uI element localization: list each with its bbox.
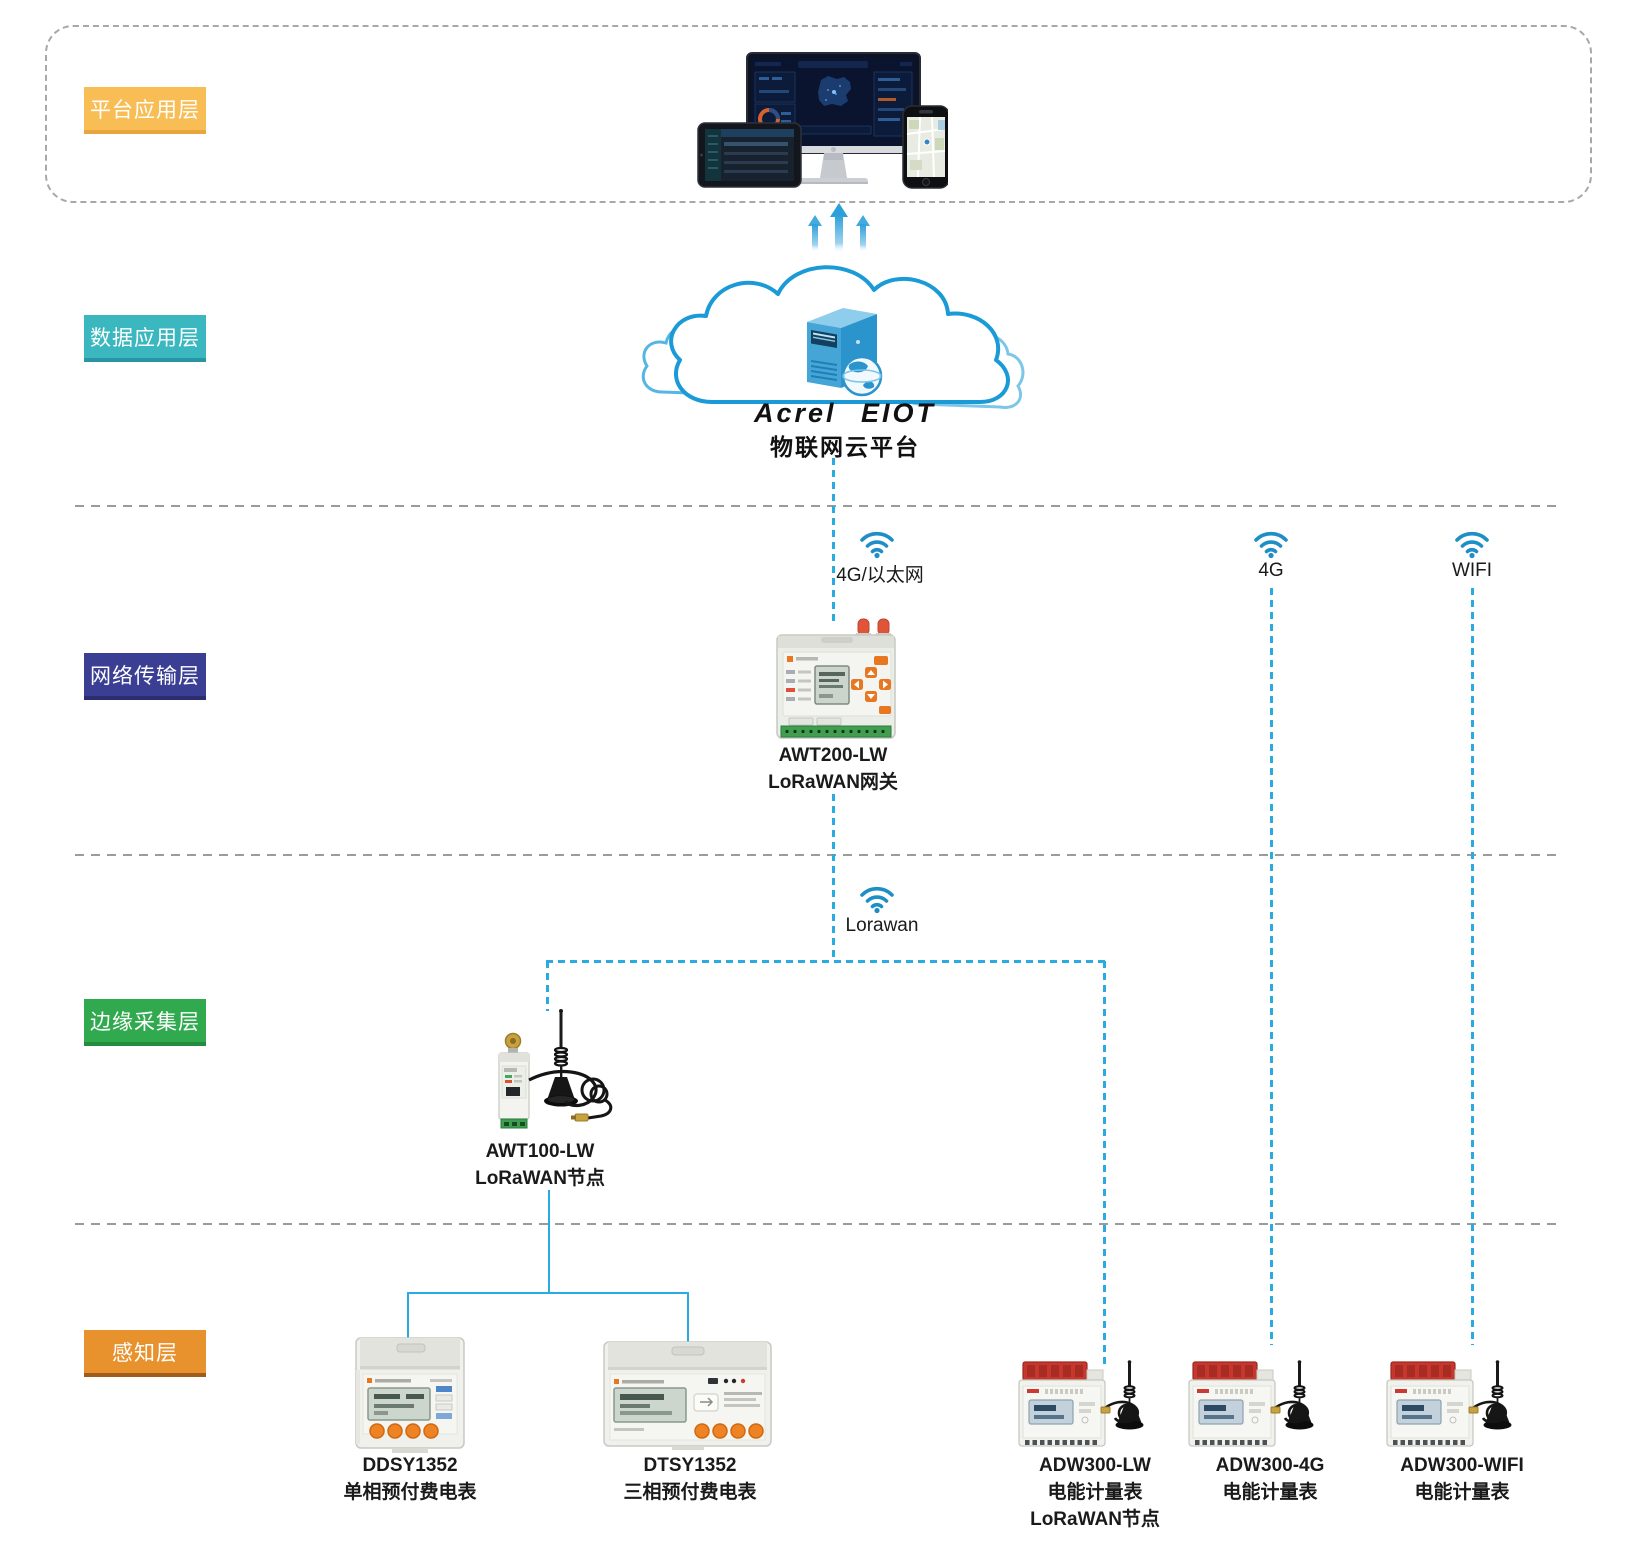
cloud-subtitle: 物联网云平台 bbox=[770, 434, 920, 460]
adw300-wifi-link-line bbox=[1471, 588, 1474, 1345]
dashboard-screens-illustration bbox=[697, 52, 948, 189]
ddsy1352-label: DDSY1352 单相预付费电表 bbox=[343, 1452, 476, 1506]
gateway-lorawan-link-line bbox=[832, 794, 835, 961]
link-label-4g: 4G bbox=[1258, 560, 1284, 581]
separator-line bbox=[75, 854, 1562, 856]
adw300-4g-product-image bbox=[1188, 1360, 1314, 1447]
adw300-4g-name: ADW300-4G bbox=[1215, 1455, 1325, 1476]
layer-label-perception-text: 感知层 bbox=[112, 1341, 178, 1365]
link-label-gateway-uplink: 4G/以太网 bbox=[836, 565, 924, 586]
adw300-lw-name: ADW300-LW bbox=[1039, 1455, 1151, 1476]
adw300-4g-desc: 电能计量表 bbox=[1222, 1482, 1318, 1503]
adw300-lw-desc2: LoRaWAN节点 bbox=[1030, 1509, 1160, 1530]
layer-label-network-text: 网络传输层 bbox=[90, 664, 200, 688]
adw300-wifi-desc: 电能计量表 bbox=[1414, 1482, 1510, 1503]
phone-illustration bbox=[902, 105, 948, 189]
layer-label-perception: 感知层 bbox=[84, 1330, 206, 1377]
wifi-icon bbox=[860, 886, 894, 914]
link-label-wifi: WIFI bbox=[1451, 560, 1493, 581]
dtsy-drop-line bbox=[687, 1292, 689, 1346]
separator-line bbox=[75, 1223, 1562, 1225]
cloud-title: Acrel EIOT bbox=[753, 398, 937, 428]
adw300-wifi-name: ADW300-WIFI bbox=[1400, 1455, 1524, 1476]
upload-arrows-icon bbox=[808, 203, 870, 253]
awt100-drop-line bbox=[546, 961, 549, 1011]
layer-label-data-text: 数据应用层 bbox=[90, 326, 200, 350]
lorawan-branch-line bbox=[546, 960, 1106, 963]
adw300-lw-label: ADW300-LW 电能计量表 LoRaWAN节点 bbox=[1030, 1452, 1160, 1533]
layer-label-edge-text: 边缘采集层 bbox=[90, 1010, 200, 1034]
adw300-wifi-label: ADW300-WIFI 电能计量表 bbox=[1400, 1452, 1524, 1506]
dtsy1352-label: DTSY1352 三相预付费电表 bbox=[623, 1452, 756, 1506]
layer-label-platform-text: 平台应用层 bbox=[90, 98, 200, 122]
platform-layer-box bbox=[45, 25, 1592, 203]
dtsy1352-desc: 三相预付费电表 bbox=[623, 1482, 757, 1503]
layer-label-data: 数据应用层 bbox=[84, 315, 206, 362]
ddsy1352-product-image bbox=[355, 1337, 465, 1453]
awt100-label: AWT100-LW LoRaWAN节点 bbox=[475, 1138, 605, 1192]
tablet-illustration bbox=[697, 122, 802, 188]
dtsy1352-name: DTSY1352 bbox=[643, 1455, 737, 1476]
awt100-desc: LoRaWAN节点 bbox=[475, 1168, 605, 1189]
layer-label-network: 网络传输层 bbox=[84, 653, 206, 700]
ddsy1352-desc: 单相预付费电表 bbox=[343, 1482, 477, 1503]
adw300-4g-link-line bbox=[1270, 588, 1273, 1345]
layer-label-platform: 平台应用层 bbox=[84, 87, 206, 134]
wifi-icon bbox=[1254, 531, 1288, 559]
link-label-lorawan: Lorawan bbox=[845, 915, 919, 936]
adw300-4g-label: ADW300-4G 电能计量表 bbox=[1216, 1452, 1325, 1506]
awt100-stem-line bbox=[548, 1190, 550, 1294]
wifi-icon bbox=[1455, 531, 1489, 559]
adw300-lw-drop-line bbox=[1103, 961, 1106, 1365]
wifi-icon bbox=[860, 531, 894, 559]
separator-line bbox=[75, 505, 1562, 507]
adw300-lw-desc: 电能计量表 bbox=[1047, 1482, 1143, 1503]
awt100-product-image bbox=[498, 1009, 613, 1129]
dtsy1352-product-image bbox=[603, 1341, 772, 1450]
ddsy1352-name: DDSY1352 bbox=[362, 1455, 458, 1476]
adw300-lw-product-image bbox=[1018, 1360, 1144, 1447]
server-icon bbox=[807, 308, 883, 397]
awt200-name: AWT200-LW bbox=[778, 745, 888, 766]
cloud-platform-illustration bbox=[641, 265, 1025, 410]
awt100-name: AWT100-LW bbox=[485, 1141, 595, 1162]
cloud-gateway-link-line bbox=[832, 458, 835, 622]
awt200-product-image bbox=[776, 618, 896, 739]
layer-label-edge: 边缘采集层 bbox=[84, 999, 206, 1046]
meter-branch-line bbox=[407, 1292, 689, 1294]
awt200-label: AWT200-LW LoRaWAN网关 bbox=[768, 742, 898, 796]
awt200-desc: LoRaWAN网关 bbox=[768, 772, 898, 793]
adw300-wifi-product-image bbox=[1386, 1360, 1512, 1447]
ddsy-drop-line bbox=[407, 1292, 409, 1346]
